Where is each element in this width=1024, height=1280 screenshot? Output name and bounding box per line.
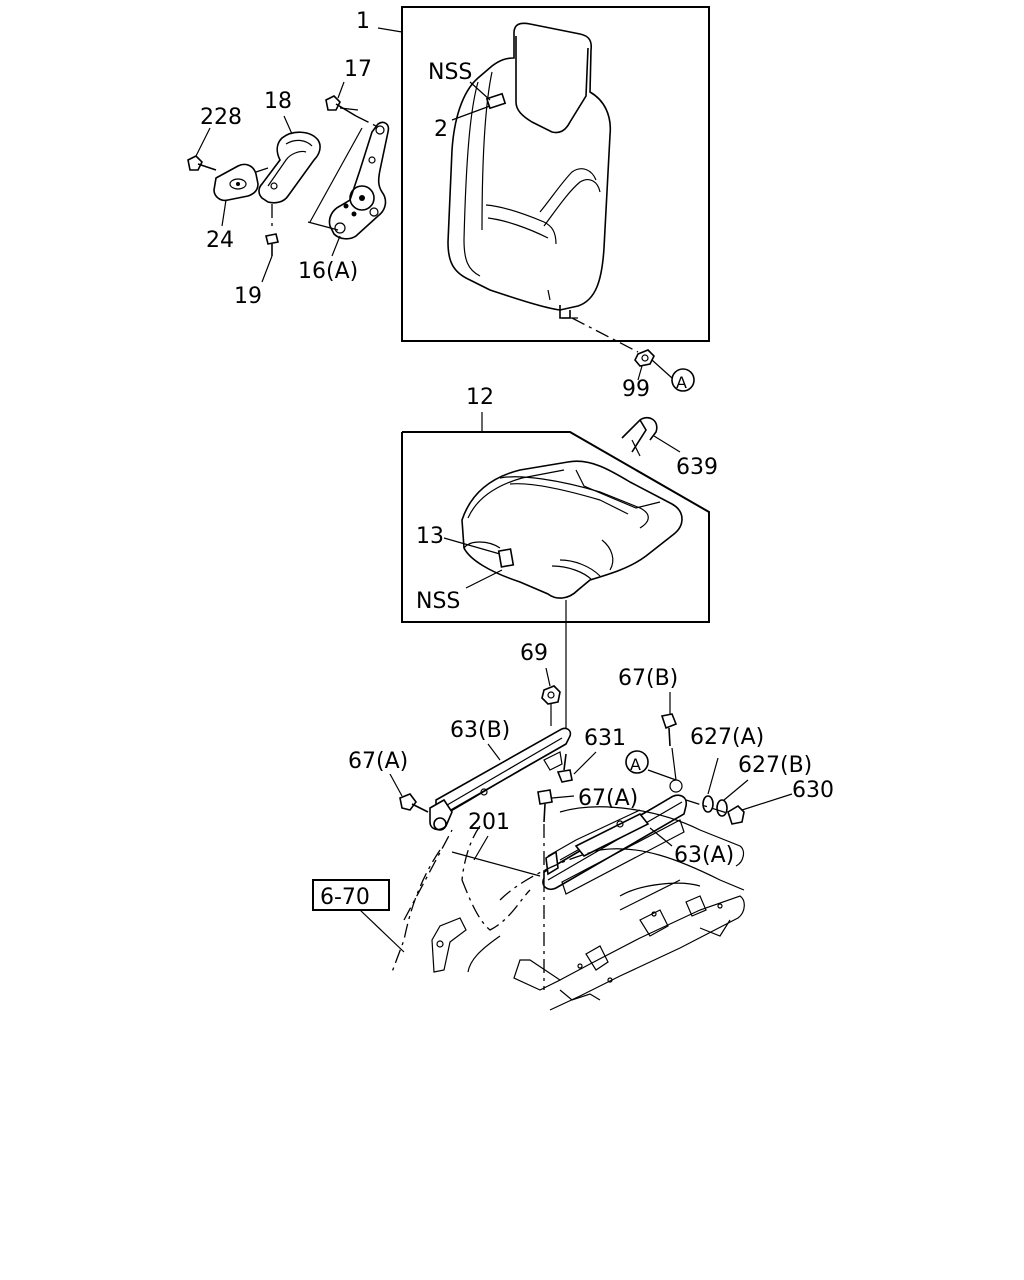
seatback-icon xyxy=(447,22,612,319)
callout-67a-left: 67(A) xyxy=(348,749,408,774)
callout-67b: 67(B) xyxy=(618,666,678,691)
callout-63a: 63(A) xyxy=(674,843,734,868)
seat-cushion-icon xyxy=(461,460,683,599)
callout-16a: 16(A) xyxy=(298,259,358,284)
seatback-frame-box xyxy=(401,6,710,342)
callout-627b: 627(B) xyxy=(738,753,812,778)
callout-99: 99 xyxy=(622,377,650,402)
recliner-group xyxy=(187,81,390,283)
callout-17: 17 xyxy=(344,57,372,82)
callout-13: 13 xyxy=(416,524,444,549)
callout-201: 201 xyxy=(468,810,510,835)
callout-2: 2 xyxy=(434,117,448,142)
callout-ref-a-bottom: A xyxy=(630,755,641,774)
clip-icon xyxy=(621,416,658,457)
callout-627a: 627(A) xyxy=(690,725,764,750)
seat-rail-right-icon xyxy=(542,779,688,895)
reference-a-circle xyxy=(671,368,695,392)
callout-1: 1 xyxy=(356,9,370,34)
knob-icon xyxy=(213,163,259,202)
bolt-icon xyxy=(187,155,217,171)
bolt-icon xyxy=(537,789,553,823)
reference-box xyxy=(312,879,390,911)
recliner-cover-icon xyxy=(258,131,321,204)
nut-icon xyxy=(541,685,561,705)
callout-631: 631 xyxy=(584,726,626,751)
recliner-hinge-icon xyxy=(328,121,390,240)
bolt-icon xyxy=(399,793,429,813)
bolt-icon xyxy=(556,753,573,783)
callout-63b: 63(B) xyxy=(450,718,510,743)
seat-rail-left-icon xyxy=(429,727,572,831)
cushion-group xyxy=(401,412,710,623)
callout-ref-a-top: A xyxy=(676,373,687,392)
callout-67a-center: 67(A) xyxy=(578,786,638,811)
floor-panel-icon xyxy=(391,806,745,1011)
callout-12: 12 xyxy=(466,385,494,410)
callout-69: 69 xyxy=(520,641,548,666)
callout-228: 228 xyxy=(200,105,242,130)
rails-group xyxy=(389,667,793,990)
callout-24: 24 xyxy=(206,228,234,253)
bolt-icon xyxy=(325,95,359,117)
cushion-frame-box xyxy=(401,431,710,623)
bolt-icon xyxy=(660,713,678,747)
washer-icon xyxy=(716,799,728,817)
callout-nss-top: NSS xyxy=(428,60,472,85)
nut-icon xyxy=(727,804,745,825)
callout-19: 19 xyxy=(234,284,262,309)
callout-18: 18 xyxy=(264,89,292,114)
callout-6-70: 6-70 xyxy=(320,885,370,910)
callout-630: 630 xyxy=(792,778,834,803)
washer-icon xyxy=(702,795,714,813)
callout-639: 639 xyxy=(676,455,718,480)
seatback-group xyxy=(377,6,710,381)
nut-icon xyxy=(634,349,655,367)
reference-a-circle xyxy=(625,750,649,774)
screw-icon xyxy=(265,233,279,256)
callout-nss-bottom: NSS xyxy=(416,589,460,614)
